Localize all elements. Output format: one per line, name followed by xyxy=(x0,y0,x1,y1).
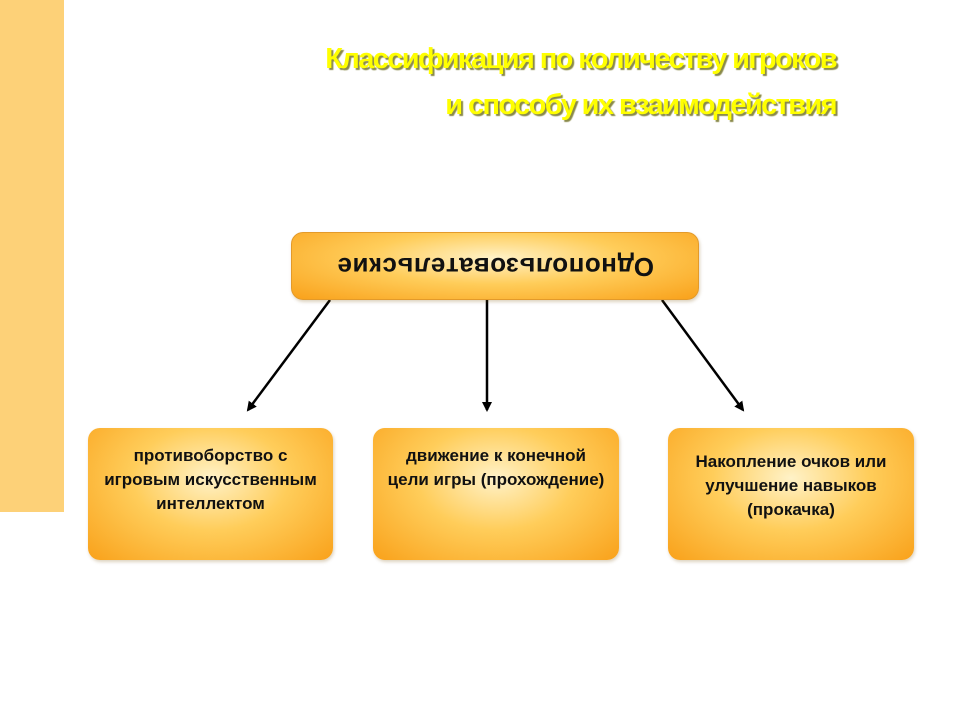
arrow-to-left-box xyxy=(246,299,332,412)
child-node-leveling: Накопление очков или улучшение навыков (… xyxy=(668,428,914,560)
root-node-box: Однопользовательские xyxy=(291,232,699,300)
arrow-to-right-box xyxy=(660,299,745,412)
child-node-label-leveling: Накопление очков или улучшение навыков (… xyxy=(695,452,887,519)
child-node-goal-progress: движение к конечной цели игры (прохожден… xyxy=(373,428,619,560)
root-node-label: Однопользовательские xyxy=(336,251,654,282)
child-node-ai-opposition: противоборство с игровым искусственным и… xyxy=(88,428,333,560)
title-line-2: и способу их взаимодействия xyxy=(445,89,837,121)
title-line-1: Классификация по количеству игроков xyxy=(325,43,837,75)
child-node-label-ai: противоборство с игровым искусственным и… xyxy=(104,446,317,513)
child-node-label-goal: движение к конечной цели игры (прохожден… xyxy=(387,446,605,489)
slide-title: Классификация по количеству игроков и сп… xyxy=(150,36,837,128)
side-accent-bar xyxy=(0,0,64,512)
